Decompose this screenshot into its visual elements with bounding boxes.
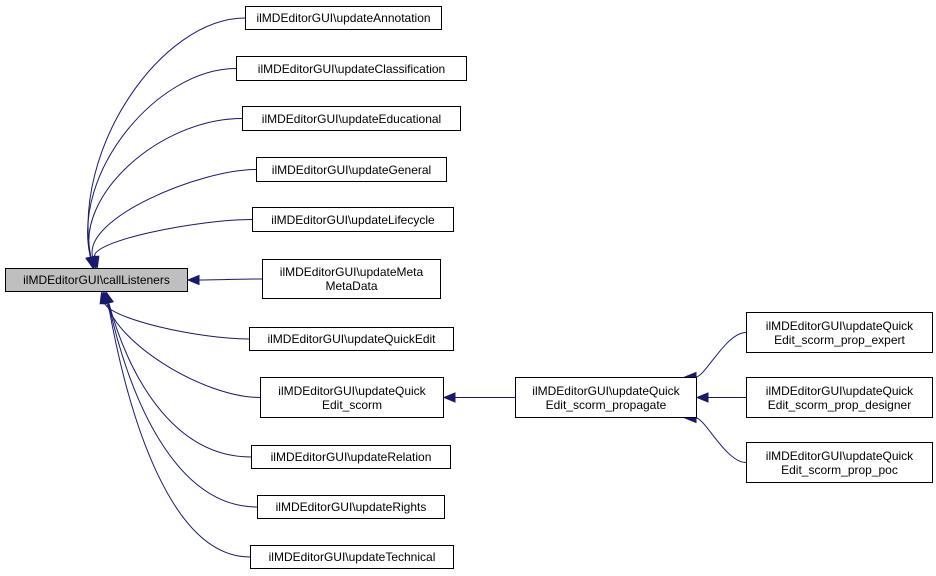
arrowhead-updateMetaMetaData-to-callListeners <box>186 274 200 286</box>
node-updateAnnotation[interactable]: ilMDEditorGUI\updateAnnotation <box>245 6 442 30</box>
node-updateLifecycle[interactable]: ilMDEditorGUI\updateLifecycle <box>252 207 454 232</box>
node-prop_expert[interactable]: ilMDEditorGUI\updateQuick Edit_scorm_pro… <box>746 312 933 353</box>
edge-updateQuickEdit_scorm-to-callListeners <box>106 302 261 398</box>
edge-updateRights-to-callListeners <box>107 302 258 508</box>
node-updateEducational[interactable]: ilMDEditorGUI\updateEducational <box>242 106 461 131</box>
edge-updateTechnical-to-callListeners <box>107 302 251 558</box>
edge-updateClassification-to-callListeners <box>87 68 237 258</box>
node-updateGeneral[interactable]: ilMDEditorGUI\updateGeneral <box>256 157 447 182</box>
node-updateMetaMetaData[interactable]: ilMDEditorGUI\updateMeta MetaData <box>262 259 441 299</box>
arrowhead-propagate-to-updateQuickEdit_scorm <box>442 392 456 403</box>
node-updateRelation[interactable]: ilMDEditorGUI\updateRelation <box>251 445 451 469</box>
arrowhead-updateLifecycle-to-callListeners <box>89 255 100 270</box>
node-updateClassification[interactable]: ilMDEditorGUI\updateClassification <box>236 56 467 81</box>
node-updateQuickEdit_scorm[interactable]: ilMDEditorGUI\updateQuick Edit_scorm <box>260 377 444 418</box>
node-callListeners: ilMDEditorGUI\callListeners <box>5 268 188 292</box>
arrowhead-prop_designer-to-propagate <box>695 392 709 403</box>
node-prop_poc[interactable]: ilMDEditorGUI\updateQuick Edit_scorm_pro… <box>746 442 933 483</box>
edge-prop_expert-to-propagate <box>695 332 747 378</box>
edge-updateEducational-to-callListeners <box>88 118 243 258</box>
node-updateRights[interactable]: ilMDEditorGUI\updateRights <box>257 495 445 519</box>
edge-updateGeneral-to-callListeners <box>91 169 257 258</box>
edge-updateMetaMetaData-to-callListeners <box>198 278 263 281</box>
edge-updateRelation-to-callListeners <box>108 302 252 458</box>
edge-updateLifecycle-to-callListeners <box>93 219 253 258</box>
node-updateTechnical[interactable]: ilMDEditorGUI\updateTechnical <box>250 545 454 569</box>
node-updateQuickEdit[interactable]: ilMDEditorGUI\updateQuickEdit <box>249 327 454 351</box>
arrowhead-updateTechnical-to-callListeners <box>102 290 114 305</box>
node-propagate[interactable]: ilMDEditorGUI\updateQuick Edit_scorm_pro… <box>515 377 697 418</box>
node-prop_designer[interactable]: ilMDEditorGUI\updateQuick Edit_scorm_pro… <box>746 377 933 418</box>
edge-prop_poc-to-propagate <box>695 417 747 463</box>
